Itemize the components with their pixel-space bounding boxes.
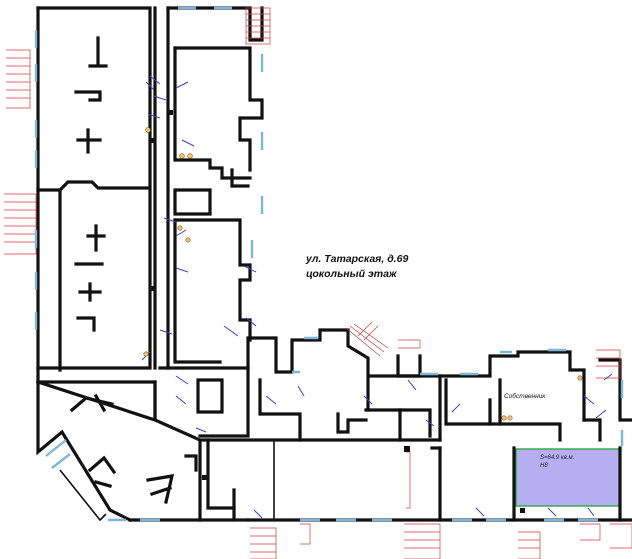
rental-area-highlight[interactable] bbox=[515, 448, 621, 507]
columns bbox=[149, 110, 525, 513]
sanitary-fixture-icon bbox=[143, 127, 583, 421]
rental-code-label[interactable]: Н8 bbox=[540, 463, 548, 469]
rental-area-label[interactable]: S=64,9 кв.м. bbox=[540, 455, 574, 461]
rotunda-walls bbox=[35, 379, 202, 523]
window-icon bbox=[34, 6, 624, 522]
floor-label: цокольный этаж bbox=[306, 268, 398, 280]
owner-room-label: Собственник bbox=[504, 392, 546, 400]
address-label: ул. Татарская, д.69 bbox=[305, 253, 408, 265]
stair-icon bbox=[4, 7, 632, 559]
left-wing-walls bbox=[36, 6, 152, 384]
central-corridor-walls bbox=[153, 6, 264, 370]
